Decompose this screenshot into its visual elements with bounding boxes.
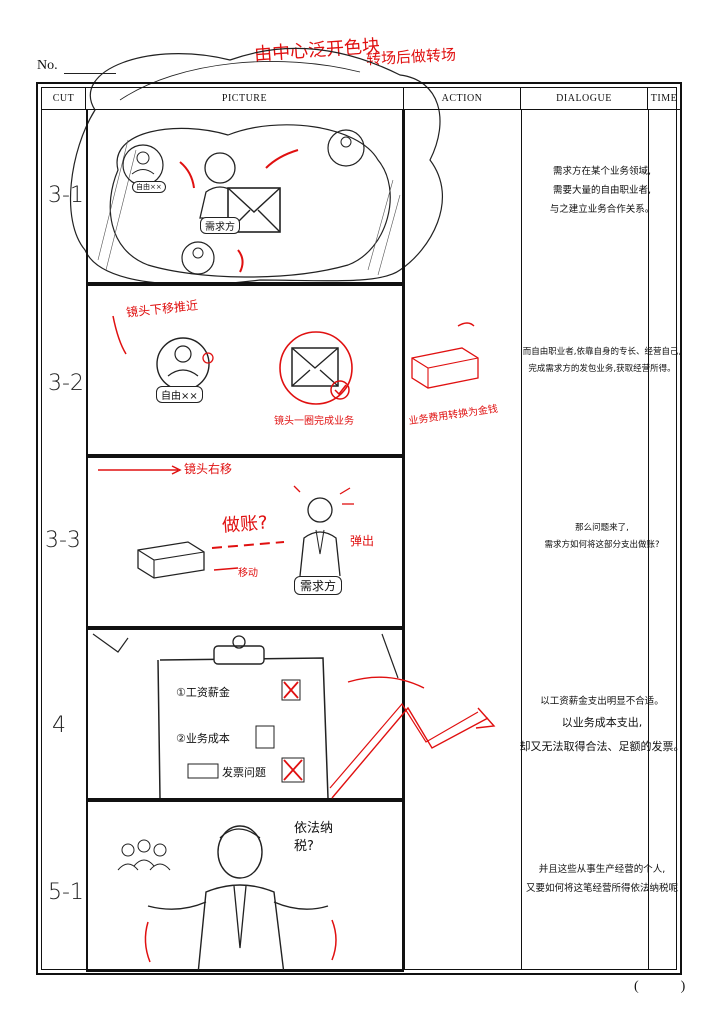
circle-note: 镜头一圈完成业务: [274, 416, 354, 427]
col-header-time: TIME: [648, 88, 680, 110]
dialogue-line: 却又无法取得合法、足额的发票。: [519, 740, 685, 753]
dialogue-line: 需求方如何将这部分支出做账?: [544, 540, 660, 550]
dialogue-line: 那么问题来了,: [575, 523, 629, 533]
top-note-2: 转场后做转场: [365, 45, 457, 69]
row-divider: [86, 456, 404, 458]
client-tag: 需求方: [294, 576, 343, 595]
clipboard-item: ②业务成本: [176, 732, 230, 745]
dialogue-3-3: 那么问题来了, 需求方如何将这部分支出做账?: [519, 520, 685, 554]
question-bubble: 依法纳税?: [294, 821, 334, 854]
avatar-tag: 自由××: [132, 181, 166, 193]
clipboard-item: 发票问题: [222, 766, 266, 779]
dialogue-line: 又要如何将这笔经营所得依法纳税呢: [525, 883, 678, 894]
dialogue-line: 以业务成本支出,: [561, 716, 643, 729]
storyboard-sheet: CUT PICTURE ACTION DIALOGUE TIME 3-1 3-2…: [36, 82, 685, 975]
col-header-cut: CUT: [42, 88, 86, 110]
row-divider: [86, 628, 404, 630]
dialogue-line: 以工资薪金支出明显不合适。: [540, 696, 664, 707]
dialogue-line: 需求方在某个业务领域,: [552, 166, 652, 177]
col-divider: [648, 110, 649, 969]
money-stack-sketch: [411, 322, 479, 389]
dialogue-line: 而自由职业者,依靠自身的专长、经营自己,: [522, 347, 682, 357]
col-header-dialogue: DIALOGUE: [521, 88, 648, 110]
sheet-number-label: No.: [37, 58, 58, 73]
dialogue-line: 需要大量的自由职业者,: [552, 185, 652, 196]
picture-frame-5-1: 依法纳税?: [86, 800, 404, 972]
question-note: 做账?: [221, 512, 269, 537]
sheet-number-line: [64, 73, 116, 74]
scene-3-1: [97, 124, 401, 278]
scene-4: [92, 633, 399, 798]
col-divider: [404, 110, 405, 969]
row-divider: [86, 284, 404, 286]
row-divider: [86, 800, 404, 802]
top-note-1: 由中心泛开色块: [253, 35, 381, 66]
dialogue-3-2: 而自由职业者,依靠自身的专长、经营自己, 完成需求方的发包业务,获取经营所得。: [519, 344, 685, 378]
client-tag: 需求方: [200, 217, 240, 234]
dialogue-5-1: 并且这些从事生产经营的个人, 又要如何将这笔经营所得依法纳税呢: [519, 860, 685, 898]
pop-note: 弹出: [350, 534, 375, 548]
picture-frame-3-1: 自由×× 需求方: [86, 110, 404, 284]
page-number-paren: ( ): [634, 979, 686, 994]
cut-number: 5-1: [48, 880, 84, 905]
scene-5-1: [117, 825, 337, 970]
storyboard-grid: CUT PICTURE ACTION DIALOGUE TIME 3-1 3-2…: [41, 87, 685, 972]
dialogue-line: 与之建立业务合作关系。: [549, 204, 655, 215]
col-divider: [521, 110, 522, 969]
pan-note: 镜头右移: [184, 462, 233, 476]
dialogue-line: 并且这些从事生产经营的个人,: [538, 864, 666, 875]
dialogue-4: 以工资薪金支出明显不合适。 以业务成本支出, 却又无法取得合法、足额的发票。: [519, 692, 685, 759]
dialogue-line: 完成需求方的发包业务,获取经营所得。: [528, 364, 676, 374]
picture-frame-3-2: 镜头下移推近 自由×× 镜头一圈完成业务: [86, 284, 404, 456]
cut-number: 3-1: [48, 183, 84, 208]
clipboard-item: ①工资薪金: [176, 686, 230, 699]
scene-3-2: [112, 315, 353, 405]
move-note: 移动: [238, 568, 258, 579]
col-header-picture: PICTURE: [86, 88, 404, 110]
cut-number: 4: [52, 713, 66, 738]
avatar-tag: 自由××: [156, 386, 203, 403]
zigzag-arrow-sketch: [329, 676, 496, 799]
cut-number: 3-3: [45, 528, 81, 553]
col-header-action: ACTION: [404, 88, 521, 110]
dialogue-3-1: 需求方在某个业务领域, 需要大量的自由职业者, 与之建立业务合作关系。: [519, 162, 685, 219]
cut-number: 3-2: [48, 371, 84, 396]
picture-frame-3-3: 镜头右移 做账? 移动 弹出 需求方: [86, 456, 404, 628]
scene-3-3: [98, 465, 354, 579]
